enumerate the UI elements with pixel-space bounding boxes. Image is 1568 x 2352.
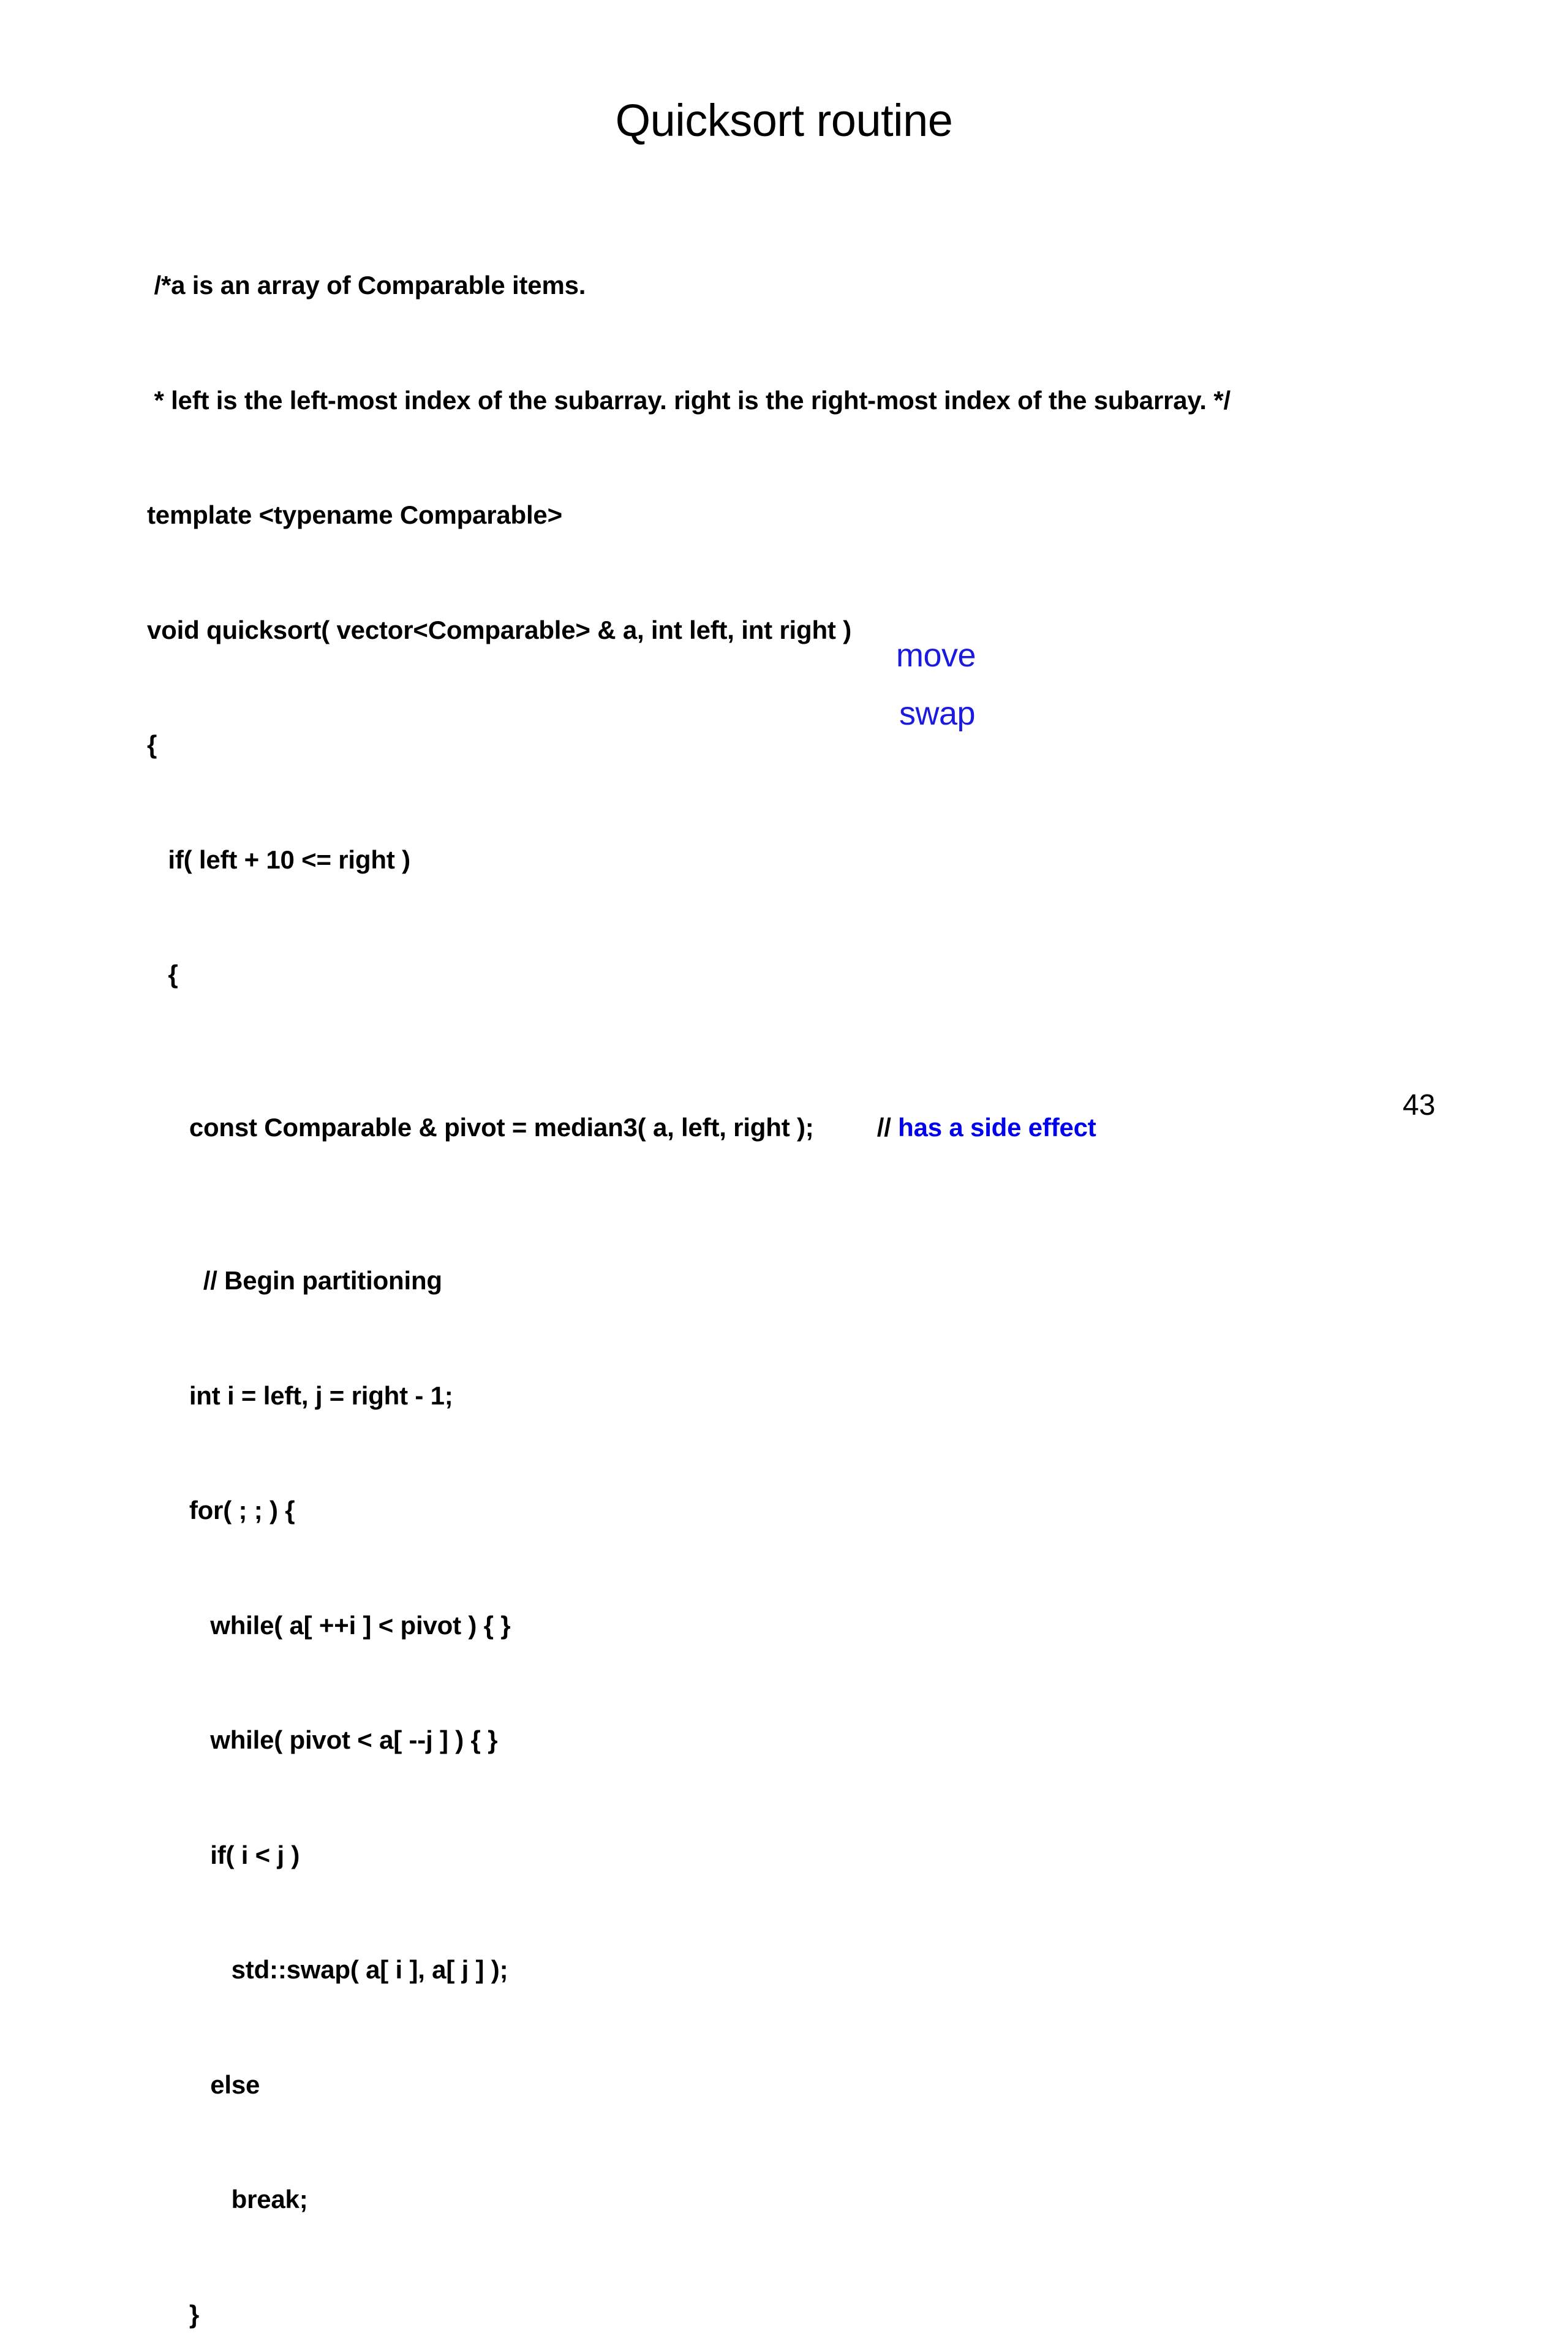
code-line: void quicksort( vector<Comparable> & a, …: [147, 615, 851, 644]
code-listing: /*a is an array of Comparable items. * l…: [147, 190, 1409, 2352]
code-line: {: [147, 960, 178, 989]
annotation-move: move: [896, 637, 976, 674]
code-line: /*a is an array of Comparable items.: [147, 271, 586, 300]
code-line-with-comment: const Comparable & pivot = median3( a, l…: [147, 1109, 1409, 1147]
side-effect-comment: has a side effect: [898, 1113, 1096, 1142]
code-line: std::swap( a[ i ], a[ j ] );: [147, 1955, 508, 1984]
code-line: if( left + 10 <= right ): [147, 845, 410, 874]
code-line: while( pivot < a[ --j ] ) { }: [147, 1725, 498, 1754]
code-line-text: const Comparable & pivot = median3( a, l…: [147, 1113, 814, 1142]
code-line: * left is the left-most index of the sub…: [147, 385, 1231, 415]
code-line: if( i < j ): [147, 1840, 300, 1869]
page-number: 43: [1403, 1089, 1436, 1121]
annotation-swap: swap: [899, 695, 976, 732]
comment-marker: //: [813, 1113, 899, 1142]
code-line: break;: [147, 2185, 308, 2214]
code-line: }: [147, 2299, 199, 2329]
code-line: template <typename Comparable>: [147, 500, 562, 529]
code-line: // Begin partitioning: [147, 1266, 442, 1295]
slide-canvas: Quicksort routine /*a is an array of Com…: [147, 94, 1436, 2329]
code-line: else: [147, 2070, 260, 2099]
code-line: for( ; ; ) {: [147, 1496, 295, 1525]
page-title: Quicksort routine: [615, 94, 953, 146]
code-line: int i = left, j = right - 1;: [147, 1381, 453, 1410]
code-line: {: [147, 730, 157, 759]
code-line: while( a[ ++i ] < pivot ) { }: [147, 1610, 511, 1640]
